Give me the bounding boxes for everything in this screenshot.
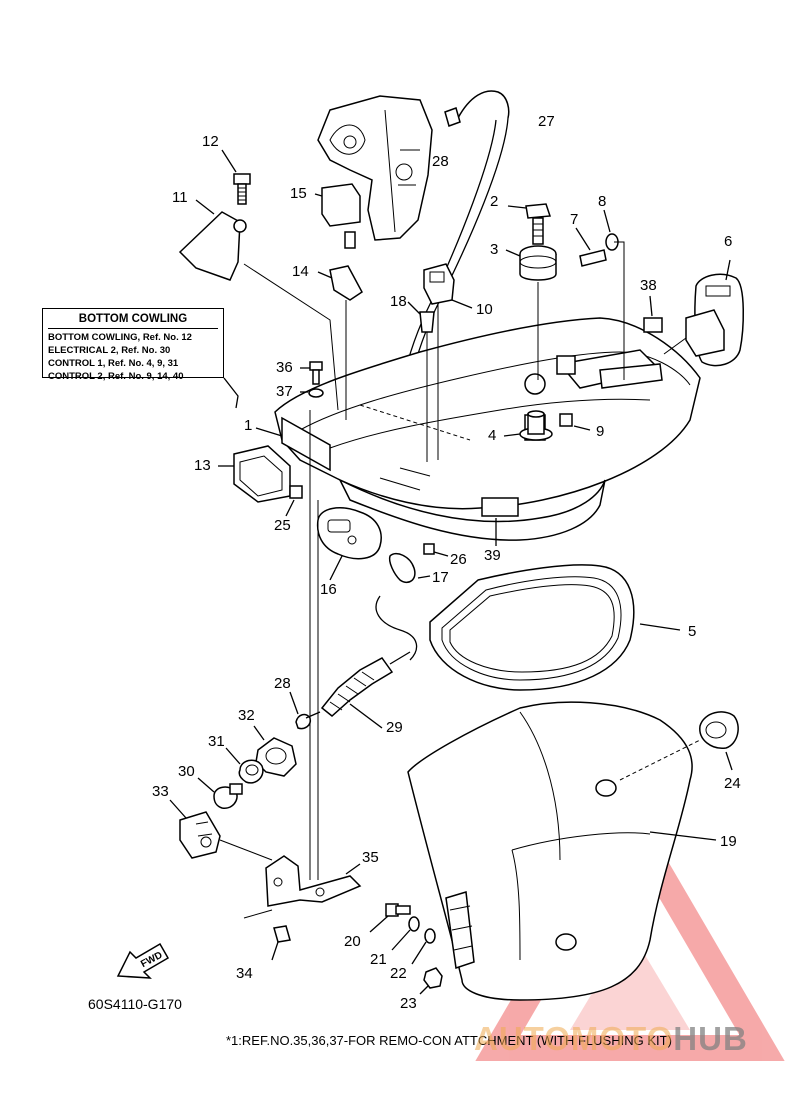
label-25: 25: [274, 517, 291, 534]
reference-row: ELECTRICAL 2, Ref. No. 30: [48, 345, 171, 356]
pad-13: [218, 445, 291, 503]
label-31: 31: [208, 733, 225, 750]
clip-28-top: [444, 107, 461, 127]
reference-row: CONTROL 2, Ref. No. 9, 14, 40: [48, 371, 184, 382]
label-18: 18: [390, 293, 407, 310]
label-33: 33: [152, 783, 169, 800]
label-24: 24: [724, 775, 741, 792]
washer-8: [603, 209, 625, 380]
part-labels: 1 2 3 4 5 6 7 8 9 10 11 12 13 14 15 16 1…: [152, 113, 741, 1012]
washer-22: [411, 928, 436, 965]
seal-5: [429, 564, 681, 691]
label-36: 36: [276, 359, 293, 376]
clip-18: [407, 301, 435, 462]
watermark-text: AUTOMOTOHUB: [474, 1020, 748, 1058]
lower-cowling-19: [407, 701, 717, 1001]
label-27: 27: [538, 113, 555, 130]
label-13: 13: [194, 457, 211, 474]
bolt-2: [507, 203, 552, 245]
label-22: 22: [390, 965, 407, 982]
label-15: 15: [290, 185, 307, 202]
bolt-36: [300, 361, 323, 385]
screw-14: [317, 231, 363, 420]
bolt-12: [221, 149, 251, 205]
plug-30: [197, 777, 243, 809]
label-14: 14: [292, 263, 309, 280]
part-25: [285, 485, 303, 517]
label-3: 3: [490, 241, 498, 258]
watermark-text-a: AUTOMOTO: [474, 1020, 674, 1057]
bottom-cowling-1: [274, 317, 701, 541]
label-5: 5: [688, 623, 696, 640]
label-19: 19: [720, 833, 737, 850]
label-9: 9: [596, 423, 604, 440]
grommet-16: [316, 507, 382, 581]
ring-31: [225, 747, 264, 784]
screw-20: [369, 903, 411, 933]
label-39: 39: [484, 547, 501, 564]
label-26: 26: [450, 551, 467, 568]
part-15: [314, 183, 361, 227]
watermark-text-b: HUB: [673, 1020, 748, 1057]
grommet-17: [388, 552, 431, 584]
label-35: 35: [362, 849, 379, 866]
label-38: 38: [640, 277, 657, 294]
washer-21: [391, 916, 420, 951]
label-12: 12: [202, 133, 219, 150]
harness-29: [320, 595, 418, 729]
label-32: 32: [238, 707, 255, 724]
label-2: 2: [490, 193, 498, 210]
engine-block-part: [317, 95, 433, 241]
label-29: 29: [386, 719, 403, 736]
reference-row: CONTROL 1, Ref. No. 4, 9, 31: [48, 358, 179, 369]
label-30: 30: [178, 763, 195, 780]
label-11: 11: [172, 189, 188, 206]
label-34: 34: [236, 965, 253, 982]
label-4: 4: [488, 427, 496, 444]
label-23: 23: [400, 995, 417, 1012]
clip-28-lower: [289, 691, 321, 730]
bracket-11: [178, 199, 339, 411]
label-16: 16: [320, 581, 337, 598]
label-8: 8: [598, 193, 606, 210]
label-28b: 28: [274, 675, 291, 692]
label-37: 37: [276, 383, 293, 400]
catalog-code: 60S4110-G170: [88, 996, 182, 1012]
label-38: [643, 295, 663, 333]
reference-box: BOTTOM COWLING BOTTOM COWLING, Ref. No. …: [42, 308, 224, 382]
holder-33: [169, 799, 273, 861]
footnote: *1:REF.NO.35,36,37-FOR REMO-CON ATTCHMEN…: [226, 1033, 672, 1048]
collar-4: [503, 410, 553, 441]
screw-26: [423, 543, 449, 557]
reference-box-title: BOTTOM COWLING: [48, 313, 218, 329]
label-28: 28: [432, 153, 449, 170]
label-7: 7: [570, 211, 578, 228]
connector-10: [423, 263, 473, 460]
washer-37: [300, 388, 324, 398]
label-10: 10: [476, 301, 493, 318]
screw-9: [559, 413, 591, 431]
grommet-3: [505, 245, 557, 380]
leader-1: [255, 427, 283, 437]
reference-row: BOTTOM COWLING, Ref. No. 12: [48, 332, 192, 343]
fwd-arrow-icon: FWD: [116, 942, 170, 979]
label-21: 21: [370, 951, 387, 968]
grommet-24: [699, 711, 739, 771]
screw-34: [243, 909, 291, 961]
nut-23: [419, 967, 443, 995]
label-1: 1: [244, 417, 252, 434]
label-20: 20: [344, 933, 361, 950]
label-17: 17: [432, 569, 449, 586]
handle-6: [663, 259, 745, 367]
label-6: 6: [724, 233, 732, 250]
leader-1-ref: [223, 377, 239, 409]
screw-7: [575, 227, 607, 267]
bracket-35: [265, 855, 362, 907]
